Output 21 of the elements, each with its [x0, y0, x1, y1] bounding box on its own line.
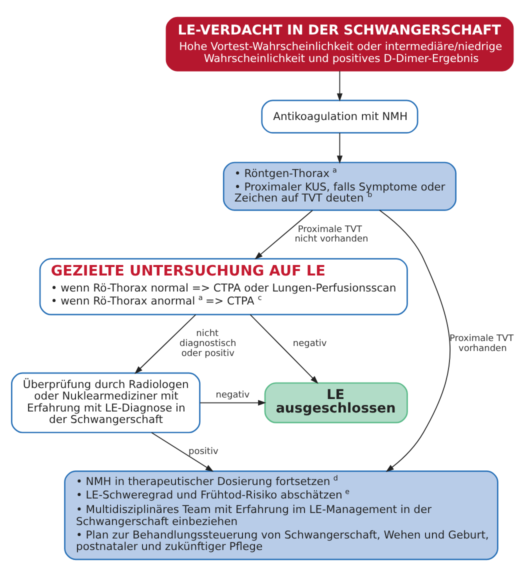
- edge-label: Proximale TVT nicht vorhanden: [294, 224, 368, 244]
- edge-label: positiv: [188, 446, 218, 457]
- node-box: LE-VERDACHT IN DER SCHWANGERSCHAFT Hohe Vortest-Wahrscheinlichkeit oder intermediäre/niedrige Wahrscheinlichkeit und positives D-Dimer-Ergebnis: [166, 16, 514, 71]
- node-box: Antikoagulation mit NMH: [261, 99, 418, 133]
- arrow: [336, 132, 343, 164]
- edge-label: negativ: [216, 390, 250, 400]
- edge-label: negativ: [292, 338, 327, 349]
- arrow: [151, 432, 214, 472]
- node-box: • NMH in therapeutischer Dosierung fortsetzen $^{d}$ • LE-Schweregrad und Frühtod-Risiko abschätzen $^{e}$ • Multidisziplinäres Team mit Erfahrung im LE-Management in der Schwangerschaft einbeziehen • Plan zur Behandlungssteuerung von Schwangerschaft, Wehen und Geburt, postnataler und zukünftiger Pflege: [64, 470, 498, 560]
- arrow: [250, 314, 318, 384]
- node-box: Überprüfung durch Radiologen oder Nuklearmediziner mit Erfahrung mit LE-Diagnose in der Schwangerschaft: [11, 372, 200, 433]
- node-box: GEZIELTE UNTERSUCHUNG AUF LE • wenn Rö-Thorax normal => CTPA oder Lungen-Perfusionsscan • wenn Rö-Thorax anormal $^{a}$ => CTPA $^{c}$: [39, 258, 408, 315]
- arrow: [200, 399, 266, 406]
- arrow: [134, 314, 196, 374]
- node-box: LE ausgeschlossen: [264, 382, 408, 423]
- arrow: [379, 209, 450, 472]
- arrow: [336, 70, 343, 101]
- node-box: • Röntgen-Thorax $^{a}$ • Proximaler KUS, falls Symptome oder Zeichen auf TVT deuten $^{b}$: [222, 161, 456, 210]
- edge-label: Proximale TVT vorhanden: [450, 334, 514, 354]
- edge-label: nicht diagnostisch oder positiv: [180, 328, 236, 358]
- arrow: [254, 209, 313, 260]
